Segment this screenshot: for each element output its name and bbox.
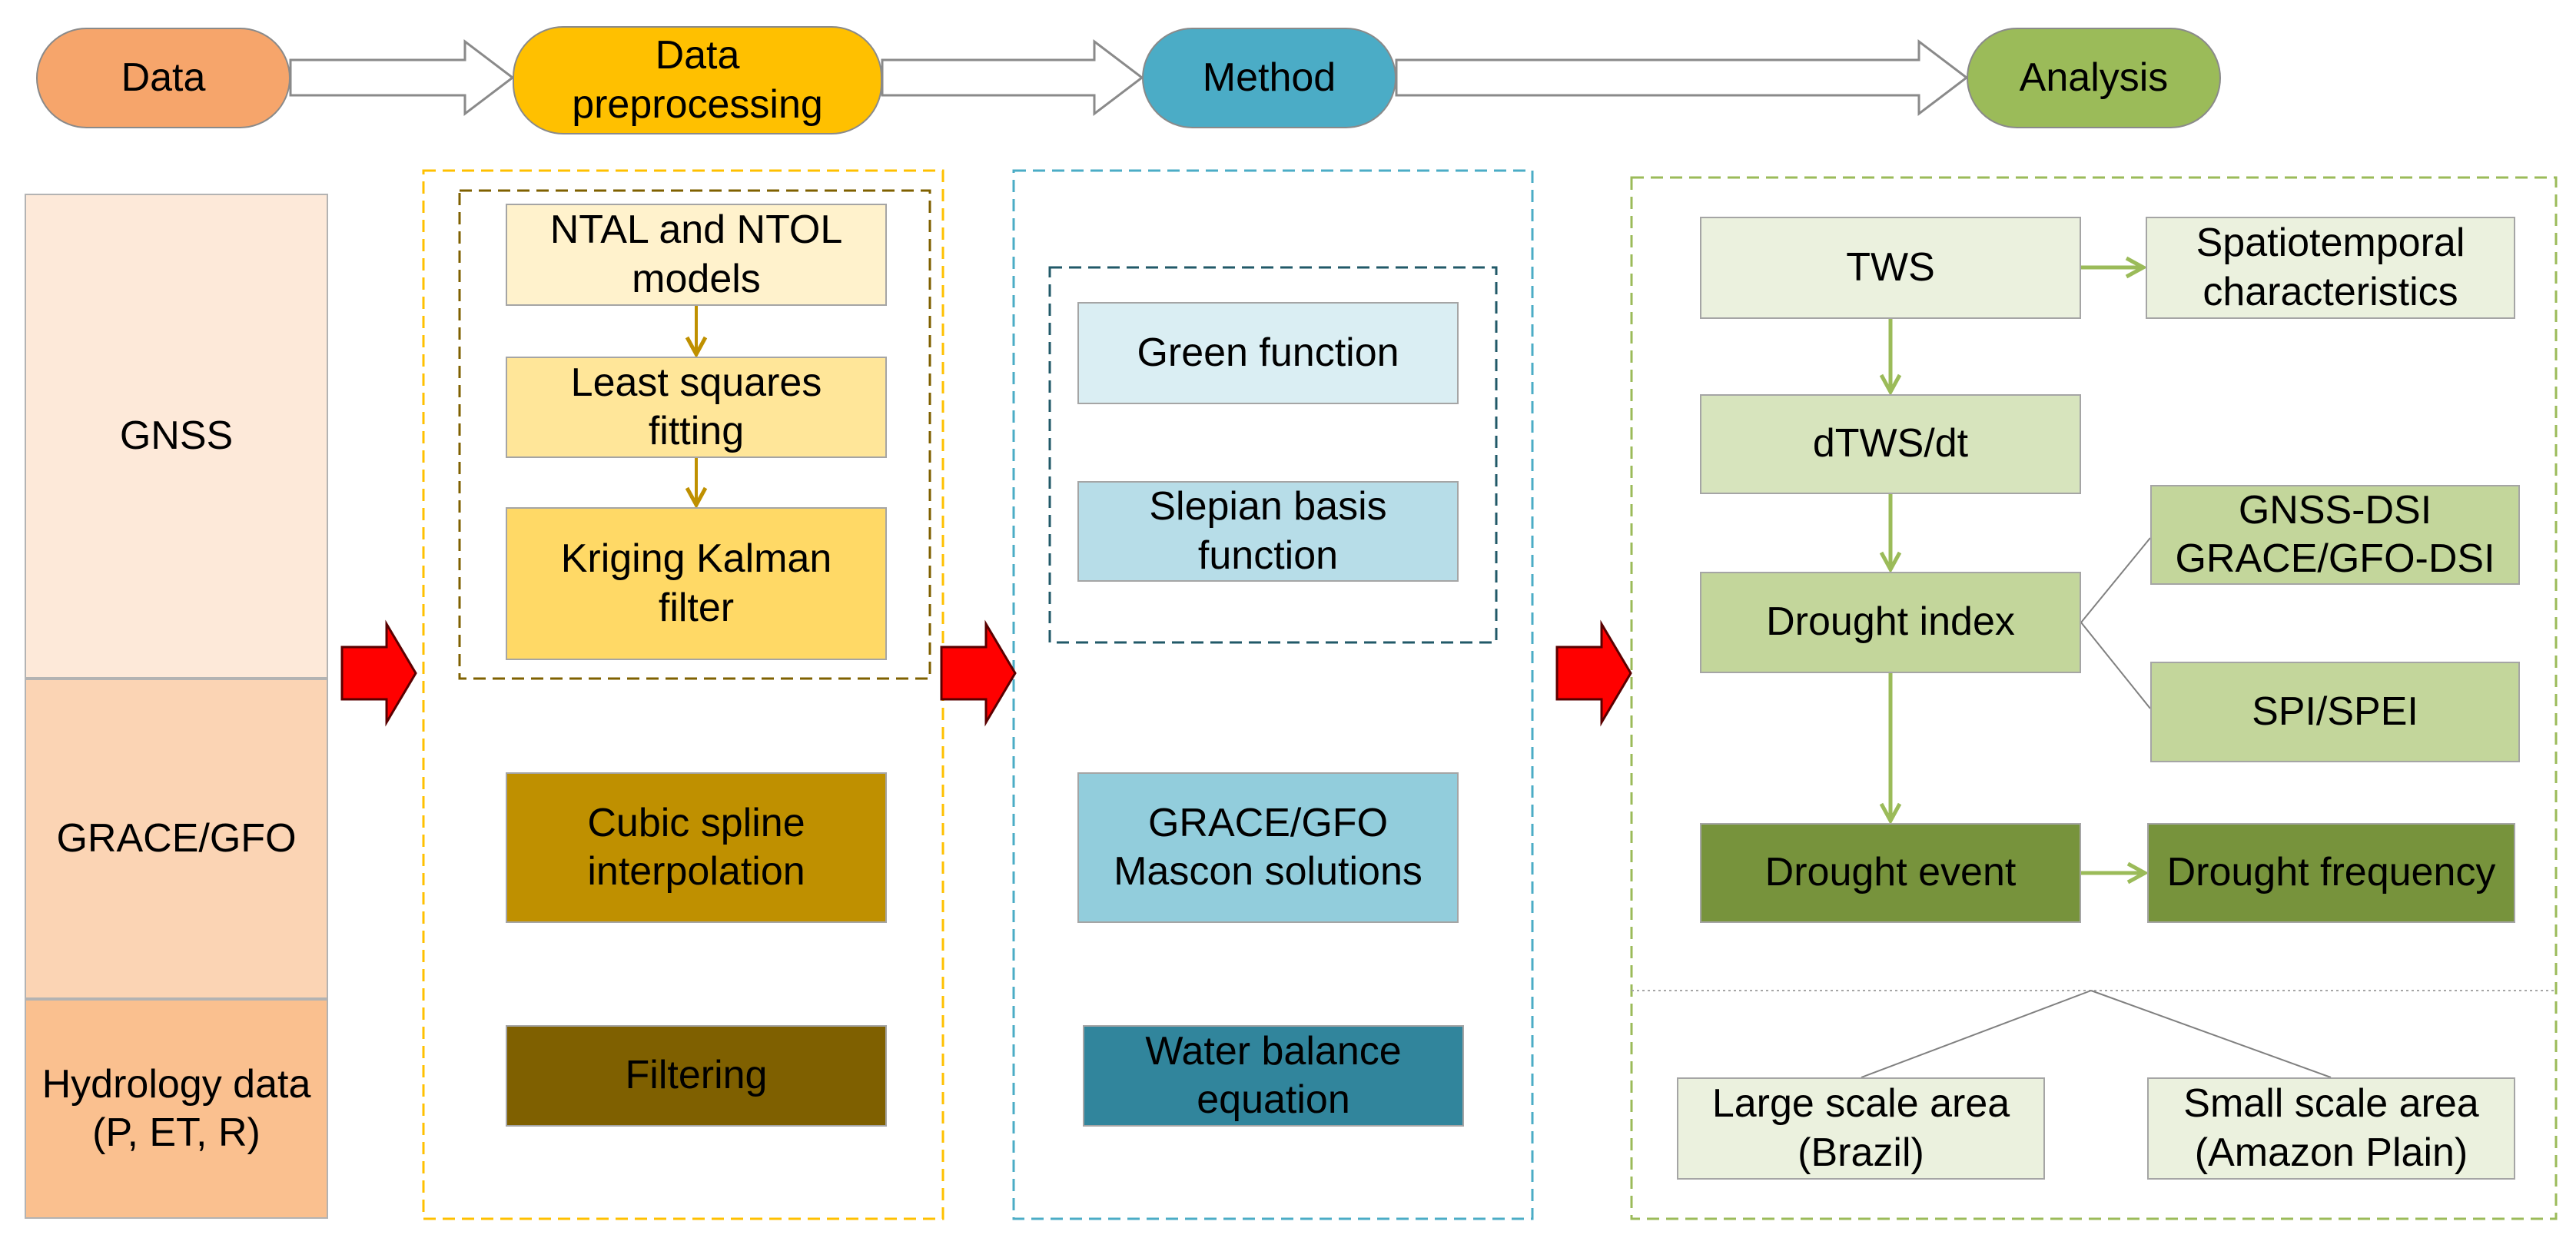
analysis-spi-spei: SPI/SPEI xyxy=(2150,662,2520,762)
analysis-tws: TWS xyxy=(1700,217,2081,319)
step-ntal-ntol-models: NTAL and NTOL models xyxy=(506,204,887,306)
step-label-line: filter xyxy=(658,585,735,630)
preprocessing-group-frame xyxy=(458,189,931,680)
method-label-line: equation xyxy=(1197,1077,1350,1122)
stage-label: Method xyxy=(1202,55,1336,100)
analysis-label-line: Spatiotemporal xyxy=(2196,221,2465,266)
connector-divider-to-large-area xyxy=(1861,990,2092,1078)
analysis-dtws-dt: dTWS/dt xyxy=(1700,394,2081,494)
method-group-frame xyxy=(1048,266,1498,644)
method-mascon-solutions: GRACE/GFO Mascon solutions xyxy=(1077,772,1459,923)
analysis-drought-event: Drought event xyxy=(1700,823,2081,923)
data-source-gnss: GNSS xyxy=(25,194,328,679)
method-label-line: function xyxy=(1197,533,1339,578)
step-least-squares-fitting: Least squares fitting xyxy=(506,357,887,458)
analysis-label-line: (Amazon Plain) xyxy=(2194,1130,2468,1175)
method-frame xyxy=(1012,169,1534,1220)
stage-preprocessing-pill: Data preprocessing xyxy=(513,26,882,134)
analysis-label-line: characteristics xyxy=(2203,269,2458,314)
analysis-label: Drought frequency xyxy=(2166,850,2496,895)
analysis-drought-frequency: Drought frequency xyxy=(2147,823,2515,923)
method-label-line: GRACE/GFO xyxy=(1147,800,1389,845)
workflow-arrow-preprocessing-to-method xyxy=(881,38,1144,117)
method-slepian-basis-function: Slepian basis function xyxy=(1077,481,1459,582)
analysis-label-line: Large scale area xyxy=(1711,1081,2010,1127)
data-source-label-line: Hydrology data xyxy=(41,1061,311,1107)
stage-label: Data xyxy=(121,55,206,100)
analysis-dsi: GNSS-DSI GRACE/GFO-DSI xyxy=(2150,485,2520,585)
analysis-frame xyxy=(1630,176,2558,1220)
analysis-label-line: GRACE/GFO-DSI xyxy=(2175,536,2495,581)
analysis-label: Drought event xyxy=(1764,850,2017,895)
method-green-function: Green function xyxy=(1077,302,1459,404)
stage-label-line: Data xyxy=(655,33,740,78)
data-source-hydrology: Hydrology data (P, ET, R) xyxy=(25,999,328,1219)
analysis-label: TWS xyxy=(1846,244,1935,290)
analysis-label-line: GNSS-DSI xyxy=(2238,487,2432,533)
step-label-line: Kriging Kalman xyxy=(560,536,832,582)
analysis-label: Drought index xyxy=(1766,599,2015,645)
red-arrow-preprocessing-to-method xyxy=(940,619,1017,727)
data-source-label: GNSS xyxy=(119,413,234,458)
analysis-large-scale-area: Large scale area (Brazil) xyxy=(1677,1077,2045,1180)
red-arrow-data-to-preprocessing xyxy=(340,619,417,727)
analysis-drought-index: Drought index xyxy=(1700,572,2081,673)
step-filtering: Filtering xyxy=(506,1025,887,1127)
data-source-label-line: (P, ET, R) xyxy=(92,1110,261,1155)
method-label-line: Mascon solutions xyxy=(1114,849,1422,894)
connector-drought-index-to-spi xyxy=(2080,622,2151,709)
analysis-spatiotemporal-characteristics: Spatiotemporal characteristics xyxy=(2146,217,2515,319)
step-cubic-spline-interpolation: Cubic spline interpolation xyxy=(506,772,887,923)
stage-method-pill: Method xyxy=(1142,28,1396,128)
analysis-label: dTWS/dt xyxy=(1812,421,1969,466)
stage-analysis-pill: Analysis xyxy=(1967,28,2221,128)
step-label-line: fitting xyxy=(648,409,745,453)
method-label-line: Slepian basis xyxy=(1149,484,1387,529)
step-kriging-kalman-filter: Kriging Kalman filter xyxy=(506,507,887,660)
analysis-label-line: Small scale area xyxy=(2183,1081,2479,1127)
workflow-arrow-method-to-analysis xyxy=(1395,38,1969,117)
connector-drought-index-to-dsi xyxy=(2080,537,2151,623)
data-source-label: GRACE/GFO xyxy=(56,815,297,861)
step-label-line: NTAL and NTOL xyxy=(549,207,843,253)
stage-label: Analysis xyxy=(2019,55,2169,100)
stage-data-pill: Data xyxy=(36,28,290,128)
step-label-line: interpolation xyxy=(587,849,805,894)
workflow-arrow-data-to-preprocessing xyxy=(289,38,515,117)
step-label-line: Cubic spline xyxy=(587,800,805,845)
analysis-label-line: (Brazil) xyxy=(1798,1130,1924,1175)
method-label-line: Water balance xyxy=(1145,1028,1402,1074)
method-label: Green function xyxy=(1137,330,1399,375)
data-source-grace-gfo: GRACE/GFO xyxy=(25,679,328,999)
step-label-line: models xyxy=(632,256,761,301)
analysis-small-scale-area: Small scale area (Amazon Plain) xyxy=(2147,1077,2515,1180)
method-water-balance-equation: Water balance equation xyxy=(1083,1025,1464,1127)
analysis-label: SPI/SPEI xyxy=(2252,689,2418,734)
step-label: Filtering xyxy=(625,1053,768,1098)
red-arrow-method-to-analysis xyxy=(1555,619,1632,727)
stage-label-line: preprocessing xyxy=(572,81,823,127)
connector-divider-to-small-area xyxy=(2090,990,2332,1078)
step-label-line: Least squares xyxy=(570,360,822,405)
